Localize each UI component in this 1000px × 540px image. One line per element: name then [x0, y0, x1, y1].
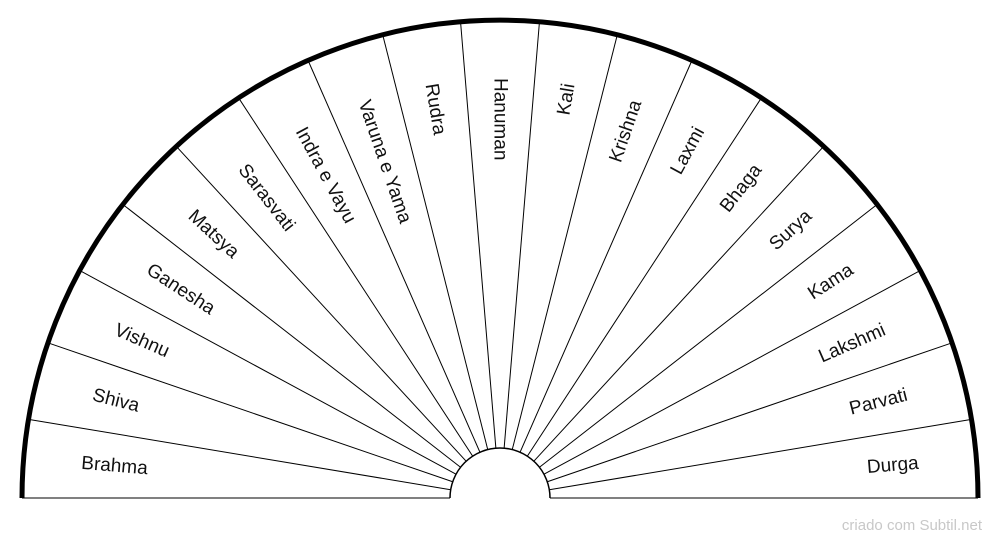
credit-text: criado com Subtil.net [841, 517, 982, 534]
sector-label: Parvati [847, 385, 909, 420]
sector-divider [175, 145, 467, 462]
sector-label: Matsya [184, 206, 244, 263]
sector-label: Lakshmi [816, 320, 889, 368]
sector-divider [511, 34, 618, 450]
sector-dividers [22, 21, 978, 499]
sector-divider [547, 342, 953, 483]
inner-arc [449, 447, 551, 499]
sector-divider [122, 204, 461, 468]
sector-divider [307, 60, 481, 453]
sector-divider [238, 97, 474, 457]
sector-label: Durga [866, 453, 920, 478]
sector-divider [543, 270, 921, 475]
outer-arc [19, 17, 981, 499]
sector-label: Kama [804, 259, 857, 304]
sector-divider [519, 60, 693, 453]
sector-divider [503, 21, 540, 449]
sector-label: Laxmi [667, 124, 710, 179]
sector-label: Vishnu [111, 320, 172, 362]
sector-label: Brahma [81, 453, 149, 479]
sector-divider [460, 21, 497, 449]
sector-label: Kali [554, 82, 580, 117]
sector-label: Indra e Vayu [291, 124, 360, 228]
sector-label: Hanuman [490, 78, 511, 160]
sector-label: Sarasvati [234, 160, 299, 235]
sector-divider [382, 34, 489, 450]
sector-divider [549, 418, 972, 491]
sector-labels: BrahmaShivaVishnuGaneshaMatsyaSarasvatiI… [81, 78, 920, 479]
sector-divider [526, 97, 762, 457]
sector-divider [28, 418, 451, 491]
sector-label: Shiva [90, 385, 142, 417]
sector-label: Varuna e Yama [354, 97, 416, 226]
sector-divider [539, 204, 878, 468]
sector-label: Rudra [421, 82, 450, 137]
sector-label: Krishna [606, 97, 647, 165]
sector-divider [79, 270, 457, 475]
sector-label: Surya [765, 205, 816, 254]
sector-divider [533, 145, 825, 462]
sector-label: Bhaga [716, 160, 767, 217]
sector-divider [47, 342, 453, 483]
